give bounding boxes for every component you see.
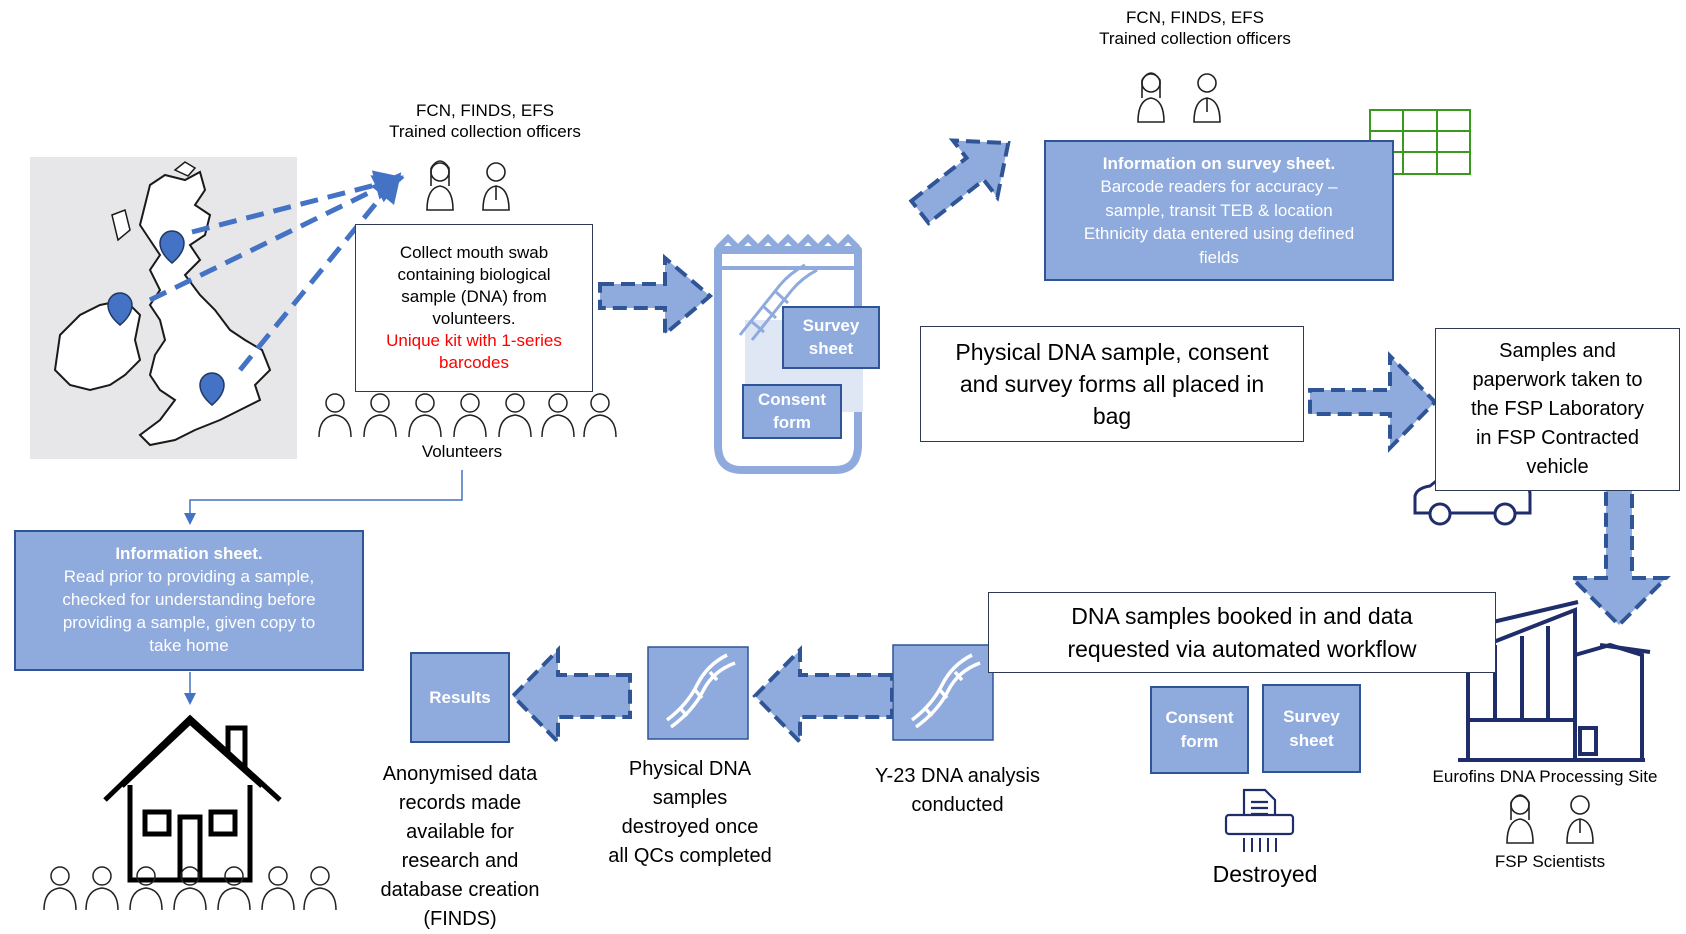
- collect-line: containing biological: [397, 264, 551, 284]
- arrow-analysis-to-samples: [752, 645, 894, 747]
- officers-icon-right: [1137, 72, 1221, 123]
- arrow-collect-to-bag: [598, 253, 714, 339]
- kit-barcode-line: barcodes: [439, 353, 509, 373]
- transport-line: the FSP Laboratory: [1470, 398, 1645, 420]
- volunteers-label: Volunteers: [421, 442, 503, 461]
- destroyed-label: Destroyed: [1212, 861, 1318, 887]
- bag-consent-line: Consent: [758, 389, 826, 409]
- results-line: Anonymised data: [382, 763, 538, 785]
- collect-line: volunteers.: [432, 309, 516, 328]
- physical-line: bag: [1092, 403, 1132, 430]
- destroyed-survey-sheet: Survey sheet: [1262, 684, 1361, 773]
- destroyed-survey-line: Survey: [1283, 706, 1340, 726]
- info-sheet-title: Information sheet.: [115, 544, 263, 564]
- physical-line: Physical DNA sample, consent: [955, 338, 1269, 365]
- bag-consent-form: Consent form: [742, 384, 842, 439]
- booked-line: DNA samples booked in and data: [1071, 603, 1413, 630]
- destroyed-consent-line: form: [1180, 732, 1219, 751]
- destroyed-samples-line: destroyed once: [621, 816, 759, 838]
- block-arrows: [510, 138, 1671, 747]
- table-grid-icon: [1369, 109, 1471, 175]
- arrow-physical-to-transport: [1308, 351, 1438, 453]
- destroyed-samples-line: all QCs completed: [608, 845, 772, 867]
- booked-in-box: DNA samples booked in and data requested…: [988, 592, 1496, 673]
- connector-volunteers-to-info: [184, 470, 463, 525]
- results-box: Results: [410, 652, 510, 743]
- bag-survey-line: sheet: [808, 338, 854, 358]
- eurofins-site-label: Eurofins DNA Processing Site: [1432, 767, 1658, 786]
- info-sheet-line: checked for understanding before: [62, 590, 316, 610]
- kit-barcode-line: Unique kit with 1-series: [386, 331, 562, 351]
- collection-officers-left: FCN, FINDS, EFS Trained collection offic…: [360, 100, 610, 143]
- scientists-icon: [1506, 794, 1594, 844]
- arrow-bag-to-survey: [908, 138, 1011, 226]
- bag-survey-sheet: Survey sheet: [782, 306, 880, 369]
- dna-icon-destroyed: [647, 646, 749, 740]
- results-line: research and: [401, 850, 519, 872]
- transport-line: vehicle: [1526, 456, 1589, 478]
- bag-survey-line: Survey: [802, 315, 860, 335]
- pin-to-officer-lines: [148, 170, 405, 372]
- destroyed-samples-line: samples: [652, 787, 728, 809]
- arrow-samples-to-results: [510, 645, 632, 747]
- house-icon: [103, 714, 282, 883]
- transport-line: paperwork taken to: [1472, 369, 1643, 391]
- analysis-line: conducted: [911, 794, 1004, 816]
- results-line: available for: [406, 821, 514, 843]
- transport-line: Samples and: [1499, 340, 1616, 362]
- org-label-top: FCN, FINDS, EFS: [1126, 8, 1264, 27]
- physical-line: and survey forms all placed in: [959, 370, 1265, 397]
- results-line: (FINDS): [423, 908, 497, 930]
- building-icon: [1449, 600, 1651, 762]
- collect-line: Collect mouth swab: [399, 242, 549, 262]
- uk-map-icon: [30, 157, 297, 459]
- physical-sample-box: Physical DNA sample, consent and survey …: [920, 326, 1304, 442]
- officers-icon-left: [426, 160, 510, 211]
- dna-icon-analysis: [892, 644, 994, 741]
- transport-line: in FSP Contracted: [1475, 427, 1640, 449]
- org-label-left: FCN, FINDS, EFS: [416, 101, 554, 120]
- destroyed-consent-form: Consent form: [1150, 686, 1249, 774]
- analysis-caption: Y-23 DNA analysis conducted: [850, 762, 1065, 820]
- arrow-transport-to-eurofins: [1567, 476, 1671, 628]
- info-sheet-line: Read prior to providing a sample,: [63, 567, 315, 587]
- destroyed-samples-caption: Physical DNA samples destroyed once all …: [590, 755, 790, 871]
- transport-box: Samples and paperwork taken to the FSP L…: [1435, 328, 1680, 491]
- information-sheet-box: Information sheet. Read prior to providi…: [14, 530, 364, 671]
- results-caption: Anonymised data records made available f…: [360, 760, 560, 934]
- destroyed-survey-line: sheet: [1289, 730, 1334, 750]
- survey-info-box: Information on survey sheet. Barcode rea…: [1044, 140, 1394, 281]
- survey-info-line: sample, transit TEB & location: [1105, 200, 1333, 220]
- collection-officers-top: FCN, FINDS, EFS Trained collection offic…: [1055, 7, 1335, 50]
- analysis-line: Y-23 DNA analysis: [875, 765, 1040, 787]
- volunteers-icons: [318, 393, 617, 438]
- booked-line: requested via automated workflow: [1067, 635, 1417, 662]
- officers-label-top: Trained collection officers: [1099, 29, 1291, 49]
- destroyed-samples-line: Physical DNA: [628, 758, 752, 780]
- fsp-scientists-label: FSP Scientists: [1494, 852, 1606, 871]
- info-sheet-line: providing a sample, given copy to: [62, 612, 316, 632]
- results-line: database creation: [380, 879, 540, 901]
- collect-swab-box: Collect mouth swab containing biological…: [355, 224, 593, 392]
- collect-line: sample (DNA) from: [401, 286, 547, 306]
- family-icons: [43, 866, 337, 911]
- officers-label-left: Trained collection officers: [389, 122, 581, 142]
- destroyed-consent-line: Consent: [1165, 708, 1234, 728]
- results-line: records made: [398, 792, 522, 814]
- info-sheet-line: take home: [149, 635, 229, 655]
- survey-info-line: Ethnicity data entered using defined: [1083, 224, 1355, 244]
- shredder-icon: [1224, 788, 1295, 852]
- survey-info-line: Barcode readers for accuracy –: [1100, 177, 1338, 197]
- bag-consent-line: form: [773, 412, 811, 432]
- survey-info-line: fields: [1199, 247, 1239, 267]
- survey-info-title: Information on survey sheet.: [1102, 153, 1336, 173]
